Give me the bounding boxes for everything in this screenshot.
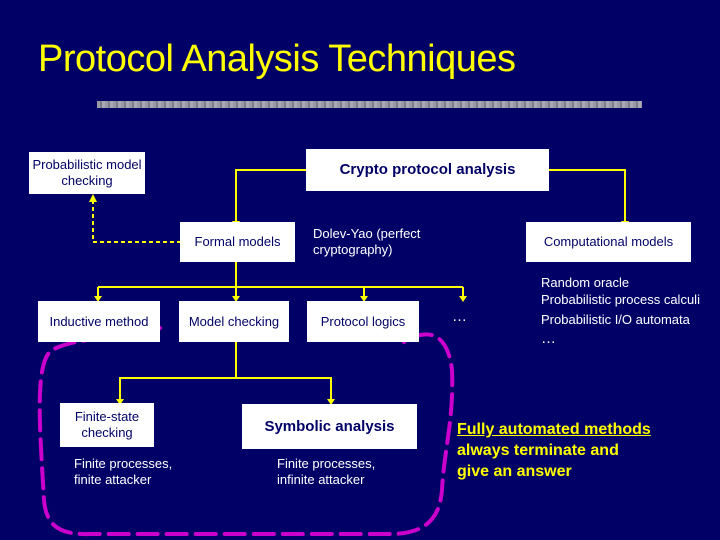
model-checking-branches-line bbox=[119, 342, 237, 400]
probabilistic-process-calculi-label: Probabilistic process calculi bbox=[541, 292, 700, 307]
crypto-protocol-analysis-box: Crypto protocol analysis bbox=[306, 149, 549, 191]
symbolic-analysis-box: Symbolic analysis bbox=[242, 404, 417, 449]
finite-state-checking-box: Finite-state checking bbox=[60, 403, 154, 447]
formal-branches-line bbox=[98, 262, 237, 288]
note-line-2: always terminate and bbox=[457, 442, 619, 459]
infinite-attacker-label: Finite processes, infinite attacker bbox=[277, 456, 376, 487]
protocol-logics-box: Protocol logics bbox=[307, 301, 419, 342]
probabilistic-io-automata-label: Probabilistic I/O automata bbox=[541, 312, 690, 327]
model-checking-box: Model checking bbox=[179, 301, 289, 342]
automated-methods-note: Fully automated methods always terminate… bbox=[457, 419, 651, 482]
inductive-method-box: Inductive method bbox=[38, 301, 160, 342]
computational-models-box: Computational models bbox=[526, 222, 691, 262]
dolev-yao-label: Dolev-Yao (perfect cryptography) bbox=[313, 226, 421, 257]
finite-attacker-label: Finite processes, finite attacker bbox=[74, 456, 173, 487]
probabilistic-model-checking-box: Probabilistic model checking bbox=[29, 152, 145, 194]
random-oracle-label: Random oracle bbox=[541, 275, 630, 290]
note-line-1: Fully automated methods bbox=[457, 421, 651, 438]
automated-methods-dashed-boundary bbox=[37, 326, 455, 537]
formal-ellipsis: … bbox=[452, 308, 467, 325]
computational-ellipsis: … bbox=[541, 330, 556, 347]
note-line-3: give an answer bbox=[457, 463, 572, 480]
slide-title: Protocol Analysis Techniques bbox=[38, 38, 516, 80]
formal-models-box: Formal models bbox=[180, 222, 295, 262]
title-underline bbox=[97, 101, 642, 108]
probabilistic-dashed-link bbox=[92, 200, 180, 243]
